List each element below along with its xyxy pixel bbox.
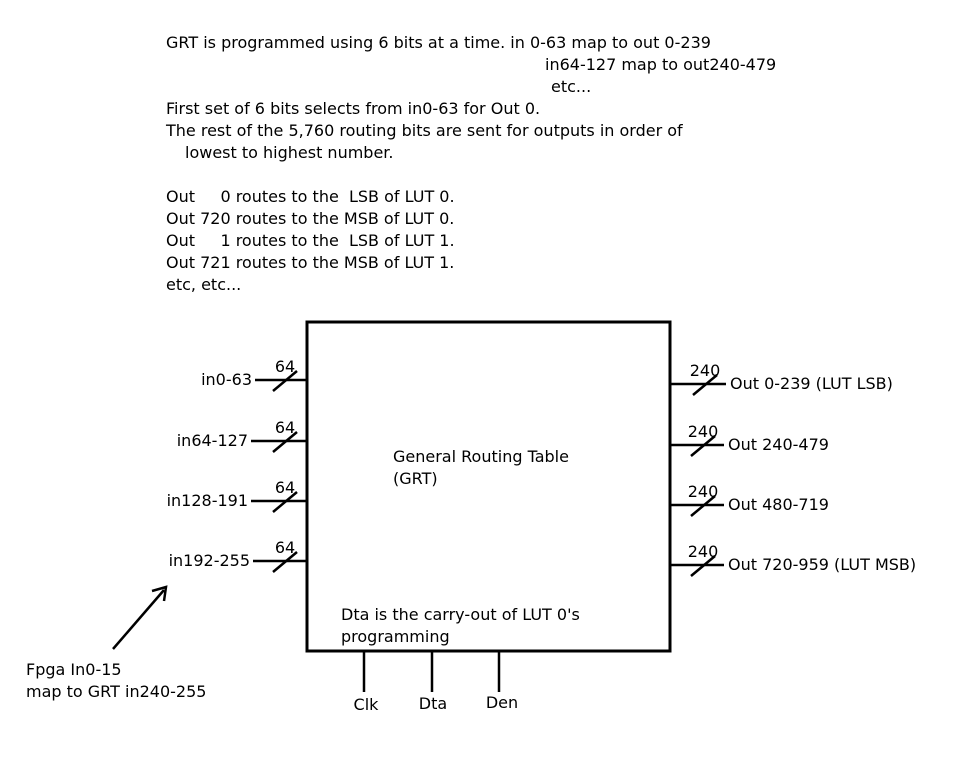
bus-slash-in-0 <box>272 370 298 392</box>
input-label: in128-191 <box>166 491 248 510</box>
output-bus-width: 240 <box>687 482 719 501</box>
output-label: Out 720-959 (LUT MSB) <box>728 555 917 574</box>
annotation-arrowhead <box>151 585 168 602</box>
route-line-5: etc, etc... <box>166 275 242 294</box>
input-label: in192-255 <box>168 551 250 570</box>
route-line-1: Out 0 routes to the LSB of LUT 0. <box>166 187 455 206</box>
output-bus-width: 240 <box>687 542 719 561</box>
route-line-4: Out 721 routes to the MSB of LUT 1. <box>166 253 455 272</box>
block-subtitle: (GRT) <box>393 469 438 488</box>
bus-slash-out-2 <box>690 495 716 517</box>
output-bus-width: 240 <box>687 422 719 441</box>
input-label: in64-127 <box>176 431 248 450</box>
block-note-line-2: programming <box>341 627 450 646</box>
bus-slash-in-3 <box>272 551 298 573</box>
bus-slash-out-3 <box>690 555 716 577</box>
note-line-1: GRT is programmed using 6 bits at a time… <box>166 33 711 52</box>
input-bus-width: 64 <box>274 538 296 557</box>
bus-slash-in-2 <box>272 491 298 513</box>
pin-label-clk: Clk <box>353 695 379 714</box>
input-bus-width: 64 <box>274 357 296 376</box>
route-line-2: Out 720 routes to the MSB of LUT 0. <box>166 209 455 228</box>
input-label: in0-63 <box>201 370 252 389</box>
note-line-6: lowest to highest number. <box>185 143 394 162</box>
note-line-5: The rest of the 5,760 routing bits are s… <box>166 121 683 140</box>
output-label: Out 240-479 <box>728 435 829 454</box>
output-label: Out 480-719 <box>728 495 829 514</box>
bus-slash-out-0 <box>692 374 718 396</box>
note-line-4: First set of 6 bits selects from in0-63 … <box>166 99 541 118</box>
block-note-line-1: Dta is the carry-out of LUT 0's <box>341 605 580 624</box>
pin-label-dta: Dta <box>418 694 448 713</box>
output-bus-width: 240 <box>689 361 721 380</box>
input-bus-width: 64 <box>274 418 296 437</box>
note-line-2: in64-127 map to out240-479 <box>545 55 777 74</box>
annotation-line-2: map to GRT in240-255 <box>26 682 207 701</box>
annotation-arrow-shaft <box>112 589 165 650</box>
pin-label-den: Den <box>485 693 519 712</box>
output-label: Out 0-239 (LUT LSB) <box>730 374 893 393</box>
annotation-line-1: Fpga In0-15 <box>26 660 122 679</box>
grt-block <box>305 320 672 653</box>
note-line-3: etc... <box>551 77 592 96</box>
bus-slash-in-1 <box>272 431 298 453</box>
route-line-3: Out 1 routes to the LSB of LUT 1. <box>166 231 455 250</box>
input-bus-width: 64 <box>274 478 296 497</box>
bus-slash-out-1 <box>690 435 716 457</box>
block-title: General Routing Table <box>393 447 569 466</box>
